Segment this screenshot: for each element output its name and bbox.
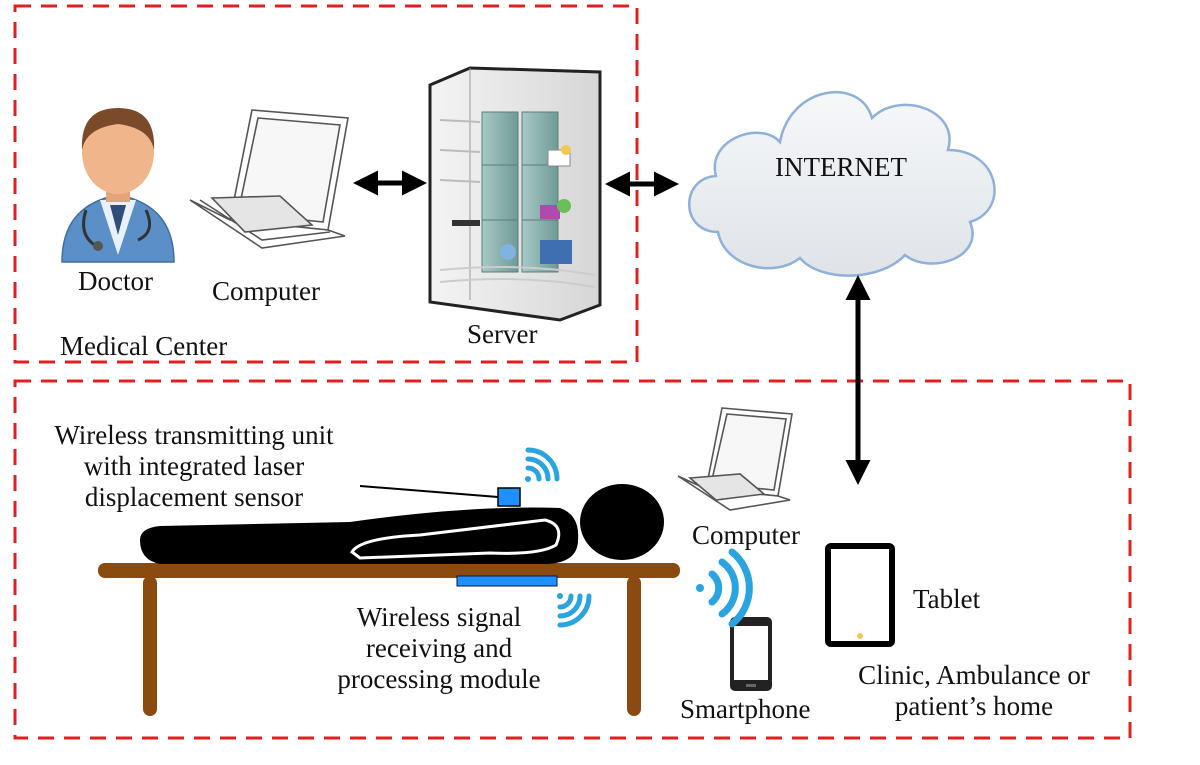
computer-label: Computer [212,276,320,306]
medical-center-region [13,4,639,364]
receiver-label: Wireless signal receiving and processing… [337,602,541,695]
transmitter-pointer [359,485,499,498]
cloud-icon [688,90,996,277]
tablet-icon [825,543,895,647]
doctor-icon [61,108,175,263]
tablet-label: Tablet [913,584,981,614]
transmitter-label: Wireless transmitting unit with integrat… [54,420,334,513]
medical-center-label: Medical Center [60,331,228,361]
clinic-region [13,379,1132,740]
smartphone-icon [730,617,772,691]
transmitter-unit [497,487,521,507]
smartphone-label: Smartphone [680,694,811,724]
server-icon [428,66,602,322]
patient-silhouette [140,484,664,564]
receiver-module [456,575,558,587]
laptop-icon [677,407,793,511]
wifi-icon [557,593,592,628]
wifi-icon [525,447,560,482]
internet-label: INTERNET [775,152,907,182]
server-label: Server [467,319,538,349]
doctor-label: Doctor [78,266,153,296]
clinic-label: Clinic, Ambulance or patient’s home [858,660,1090,722]
laptop-icon [189,109,349,249]
wifi-icon [696,548,753,628]
bed-icon [98,563,680,716]
computer-label-clinic: Computer [692,520,800,550]
